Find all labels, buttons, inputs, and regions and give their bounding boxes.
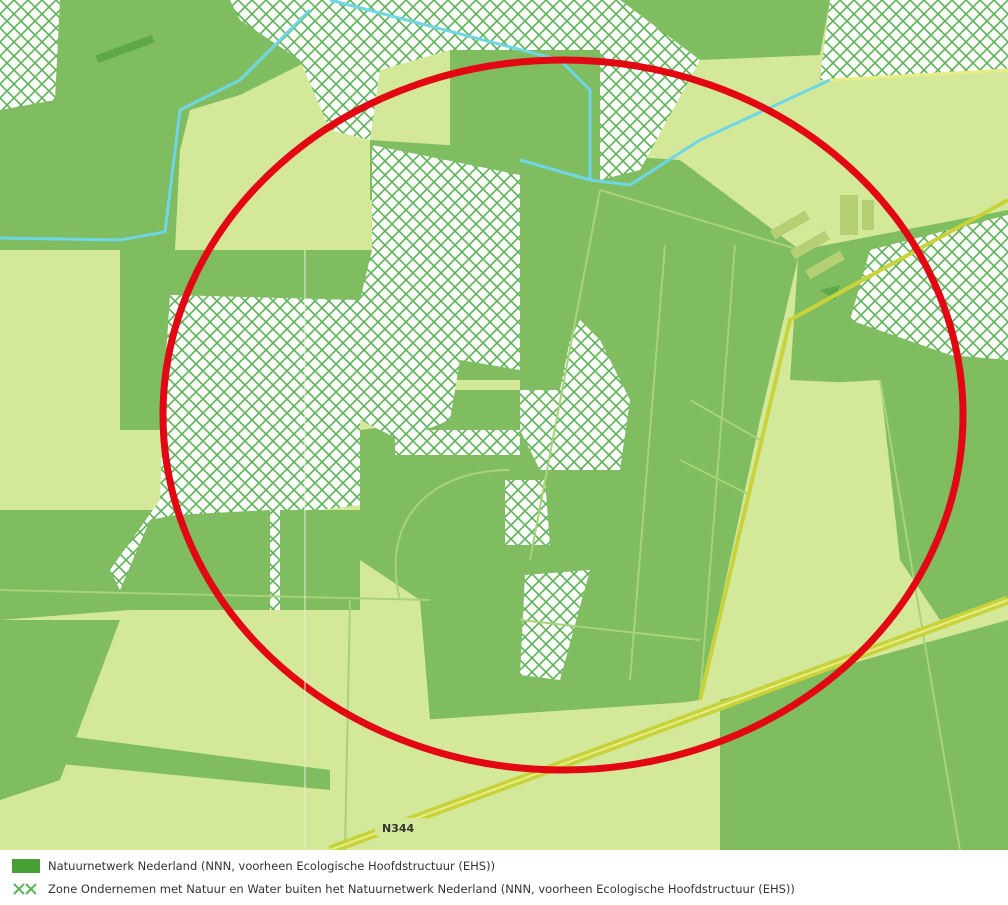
hatched-zones xyxy=(0,0,1008,680)
legend-item-zone: Zone Ondernemen met Natuur en Water buit… xyxy=(12,882,795,896)
legend-label-zone: Zone Ondernemen met Natuur en Water buit… xyxy=(48,882,795,896)
road-label-n344: N344 xyxy=(375,818,427,836)
hatch-cross-icon xyxy=(13,883,37,895)
map-legend: Natuurnetwerk Nederland (NNN, voorheen E… xyxy=(0,850,1008,905)
svg-text:N344: N344 xyxy=(382,822,415,835)
buildings xyxy=(770,195,874,280)
map-canvas: N344 xyxy=(0,0,1008,855)
map-view[interactable]: N344 xyxy=(0,0,1008,855)
roads xyxy=(328,68,1008,855)
legend-label-nnn: Natuurnetwerk Nederland (NNN, voorheen E… xyxy=(48,859,496,873)
highlight-circle xyxy=(159,56,967,774)
legend-item-nnn: Natuurnetwerk Nederland (NNN, voorheen E… xyxy=(12,859,495,873)
green-square-icon xyxy=(12,859,40,873)
